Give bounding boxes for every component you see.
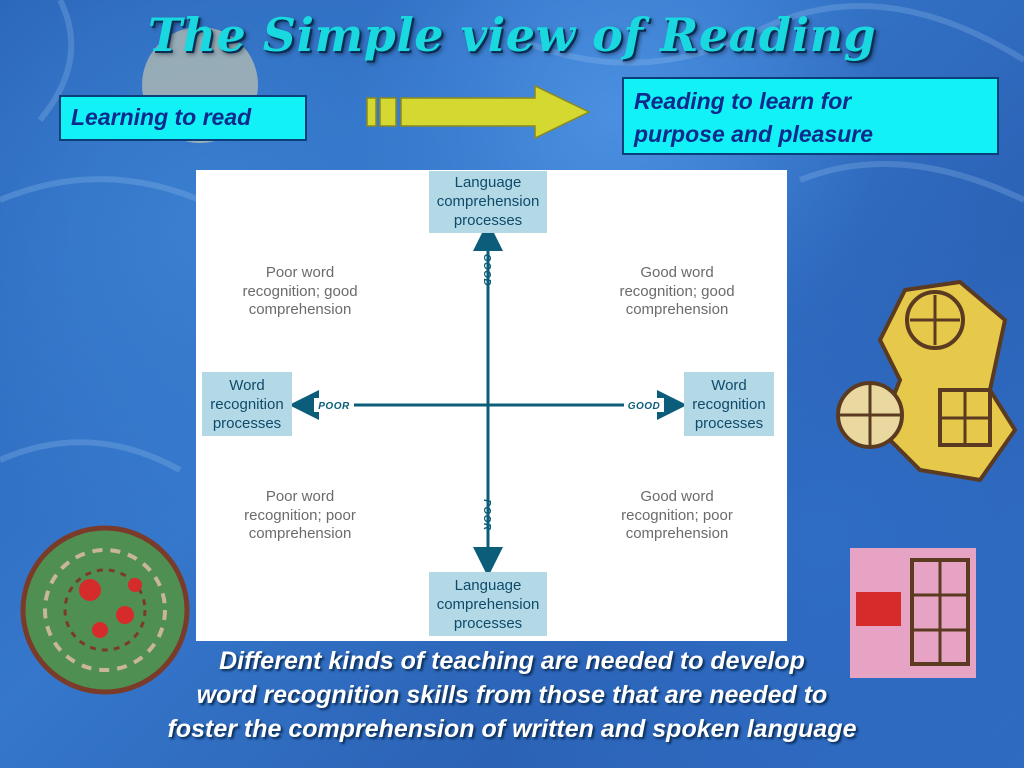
top-box-line-1: Language [455, 174, 522, 191]
tick-left-poor: POOR [318, 401, 350, 412]
quad-tr-line-3: comprehension [626, 301, 729, 318]
caption-line-2: word recognition skills from those that … [196, 681, 828, 709]
tick-down-poor: POOR [481, 499, 492, 531]
quad-tl-line-1: Poor word [266, 264, 334, 281]
diagram-canvas: GOOD POOR POOR GOOD Language comprehensi… [202, 171, 774, 636]
progression-arrow-icon [366, 84, 591, 140]
tick-right-good: GOOD [628, 401, 661, 412]
right-box-line-3: processes [695, 415, 763, 432]
slide-caption: Different kinds of teaching are needed t… [100, 644, 924, 746]
left-box-line-3: processes [213, 415, 281, 432]
learning-to-read-text: Learning to read [71, 104, 252, 130]
quad-br-line-3: comprehension [626, 525, 729, 542]
quadrant-top-left: Poor word recognition; good comprehensio… [242, 264, 357, 318]
right-box-line-2: recognition [692, 396, 765, 413]
caption-line-1: Different kinds of teaching are needed t… [219, 647, 805, 675]
quad-bl-line-1: Poor word [266, 488, 334, 505]
left-box-line-1: Word [229, 377, 265, 394]
yellow-house-decoration [836, 279, 1018, 483]
quadrant-bottom-right: Good word recognition; poor comprehensio… [621, 488, 733, 542]
right-word-box: Word recognition processes [684, 372, 774, 436]
top-box-line-2: comprehension [437, 193, 540, 210]
quad-tr-line-1: Good word [640, 264, 713, 281]
left-word-box: Word recognition processes [202, 372, 292, 436]
tick-up-good: GOOD [481, 254, 492, 287]
reading-to-learn-line-2: purpose and pleasure [634, 121, 874, 148]
bottom-box-line-1: Language [455, 577, 522, 594]
slide-title: The Simple view of Reading [147, 8, 877, 62]
quadrant-bottom-left: Poor word recognition; poor comprehensio… [244, 488, 356, 542]
top-box-line-3: processes [454, 212, 522, 229]
quad-bl-line-2: recognition; poor [244, 507, 356, 524]
bottom-box-line-2: comprehension [437, 596, 540, 613]
top-language-box: Language comprehension processes [429, 171, 547, 233]
reading-to-learn-label: Reading to learn for purpose and pleasur… [622, 77, 999, 155]
caption-line-3: foster the comprehension of written and … [167, 715, 857, 743]
bottom-box-line-3: processes [454, 615, 522, 632]
learning-to-read-label: Learning to read [59, 95, 307, 141]
quadrant-top-right: Good word recognition; good comprehensio… [619, 264, 734, 318]
left-box-line-2: recognition [210, 396, 283, 413]
quad-tl-line-3: comprehension [249, 301, 352, 318]
quad-tr-line-2: recognition; good [619, 283, 734, 300]
right-box-line-1: Word [711, 377, 747, 394]
quad-br-line-1: Good word [640, 488, 713, 505]
quad-br-line-2: recognition; poor [621, 507, 733, 524]
bottom-language-box: Language comprehension processes [429, 572, 547, 636]
simple-view-diagram: GOOD POOR POOR GOOD Language comprehensi… [196, 170, 787, 641]
reading-to-learn-line-1: Reading to learn for [634, 88, 852, 114]
quad-bl-line-3: comprehension [249, 525, 352, 542]
quad-tl-line-2: recognition; good [242, 283, 357, 300]
